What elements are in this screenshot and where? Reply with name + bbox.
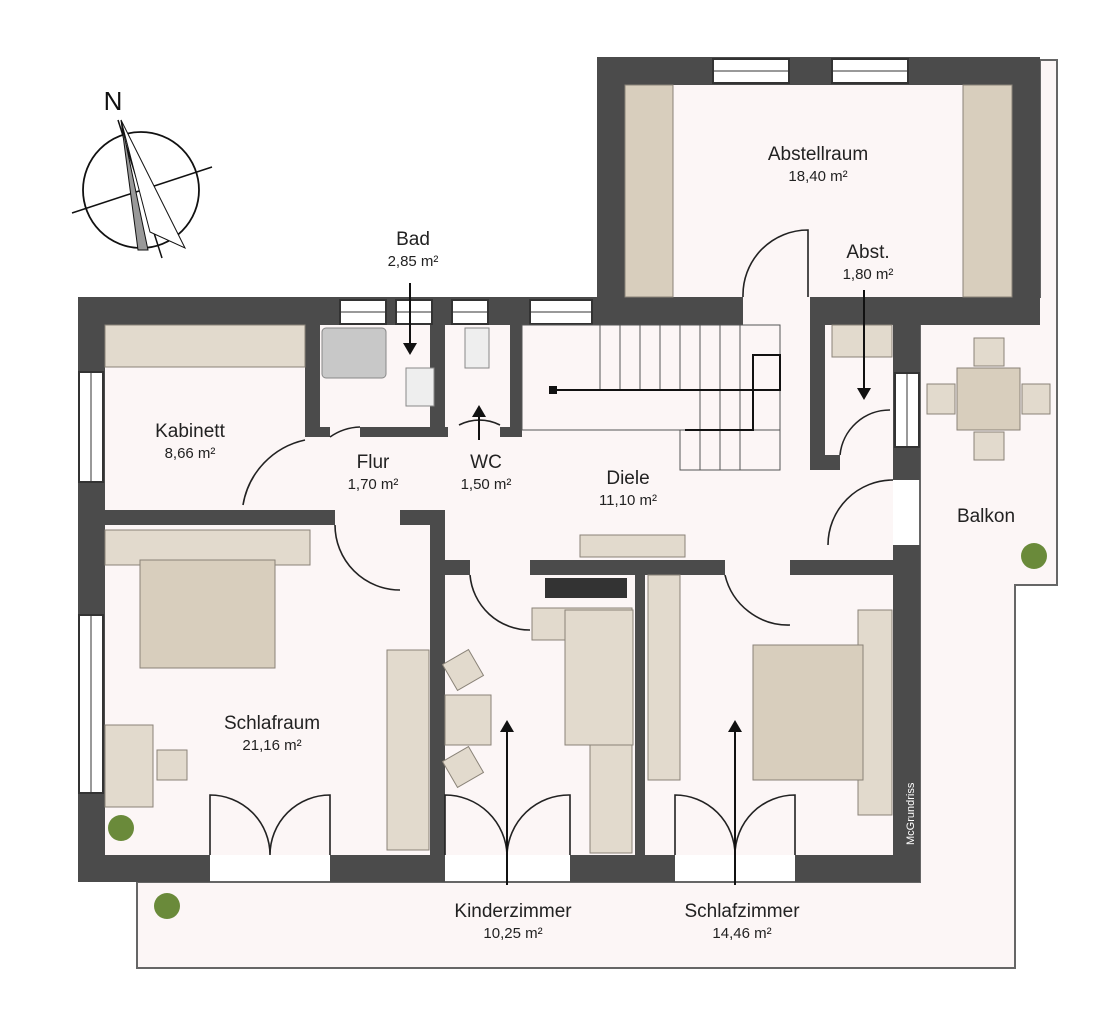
room-name: Diele <box>606 468 649 489</box>
arrows <box>403 283 871 885</box>
room-area: 1,70 m² <box>348 476 399 493</box>
room-area: 14,46 m² <box>712 925 771 942</box>
room-name: Schlafzimmer <box>684 901 800 922</box>
room-area: 1,80 m² <box>843 266 894 283</box>
toilet <box>464 327 490 369</box>
room-labels: Abstellraum 18,40 m² Abst. 1,80 m² Bad 2… <box>155 144 1015 942</box>
room-name: Abstellraum <box>768 144 868 165</box>
room-name: Abst. <box>846 242 889 263</box>
staircase <box>521 324 781 471</box>
room-name: Kinderzimmer <box>454 901 572 922</box>
room-area: 18,40 m² <box>788 168 847 185</box>
compass-icon: N <box>71 86 213 259</box>
floor-abstellraum <box>625 85 1012 297</box>
furniture <box>104 84 1051 854</box>
compass-north-label: N <box>104 86 123 116</box>
room-area: 1,50 m² <box>461 476 512 493</box>
room-name: Flur <box>357 452 390 473</box>
sink <box>405 367 435 407</box>
plant-icon <box>108 543 1047 919</box>
watermark: McGrundriss <box>905 782 917 845</box>
room-area: 2,85 m² <box>388 253 439 270</box>
windows <box>78 58 920 794</box>
room-name: Kabinett <box>155 421 225 442</box>
room-area: 10,25 m² <box>483 925 542 942</box>
room-area: 11,10 m² <box>599 492 657 509</box>
room-name: WC <box>470 452 502 473</box>
shower-tray <box>321 327 387 379</box>
room-name: Schlafraum <box>224 713 320 734</box>
room-name: Bad <box>396 229 430 250</box>
room-area: 21,16 m² <box>242 737 301 754</box>
room-area: 8,66 m² <box>165 445 216 462</box>
room-name: Balkon <box>957 506 1015 527</box>
fireplace <box>545 578 627 598</box>
interior-walls <box>105 325 920 855</box>
